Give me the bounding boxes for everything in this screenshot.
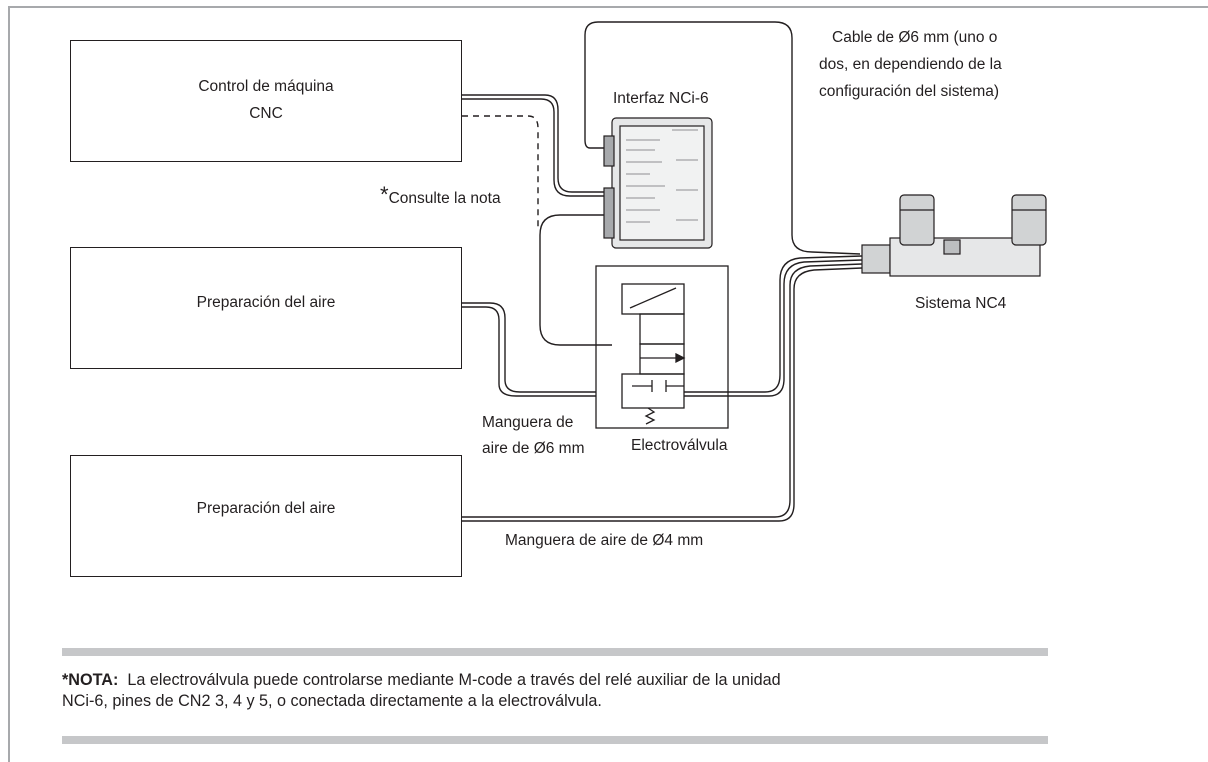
cable-label-line3: configuración del sistema)	[819, 83, 1000, 100]
solenoid-valve-symbol	[595, 265, 729, 429]
see-note-asterisk: *	[380, 182, 389, 207]
cnc-control-box: Control de máquina CNC	[70, 40, 462, 162]
cnc-control-line1: Control de máquina	[198, 78, 334, 95]
air-prep-1-label: Preparación del aire	[196, 294, 336, 311]
nc4-system-device	[861, 194, 1047, 277]
note-line1: *NOTA: La electroválvula puede controlar…	[62, 670, 1062, 691]
note-line2: NCi-6, pines de CN2 3, 4 y 5, o conectad…	[62, 692, 602, 710]
note-top-band	[62, 648, 1048, 656]
hose-6mm-label-line2: aire de Ø6 mm	[482, 440, 585, 457]
note-prefix: *NOTA:	[62, 671, 119, 689]
hose-6mm-label-line1: Manguera de	[482, 414, 574, 431]
air-prep-box-2: Preparación del aire	[70, 455, 462, 577]
cable-interface-to-system	[584, 21, 861, 255]
interface-device	[603, 117, 713, 249]
see-note-label: *Consulte la nota	[380, 184, 501, 209]
interface-to-valve-wire	[539, 214, 612, 346]
air-prep-box-1: Preparación del aire	[70, 247, 462, 369]
interface-label: Interfaz NCi-6	[613, 90, 709, 107]
note-line1-text: La electroválvula puede controlarse medi…	[127, 671, 781, 689]
see-note-text: Consulte la nota	[388, 190, 501, 207]
system-label: Sistema NC4	[915, 295, 1007, 312]
air-prep-2-label: Preparación del aire	[196, 500, 336, 517]
note-block: *NOTA: La electroválvula puede controlar…	[62, 670, 1062, 712]
page-frame	[8, 6, 1208, 762]
hose-4mm-label: Manguera de aire de Ø4 mm	[505, 532, 704, 549]
cable-label-line1: Cable de Ø6 mm (uno o	[832, 29, 998, 46]
cable-label-line2: dos, en dependiendo de la	[819, 56, 1002, 73]
cnc-signal-wire	[462, 94, 612, 193]
optional-dashed-wire	[462, 115, 539, 230]
hose-6mm	[462, 302, 596, 393]
cnc-control-line2: CNC	[249, 105, 283, 122]
valve-output-hose	[684, 255, 863, 393]
note-bottom-band	[62, 736, 1048, 744]
valve-label: Electroválvula	[631, 437, 728, 454]
hose-4mm	[462, 263, 863, 518]
